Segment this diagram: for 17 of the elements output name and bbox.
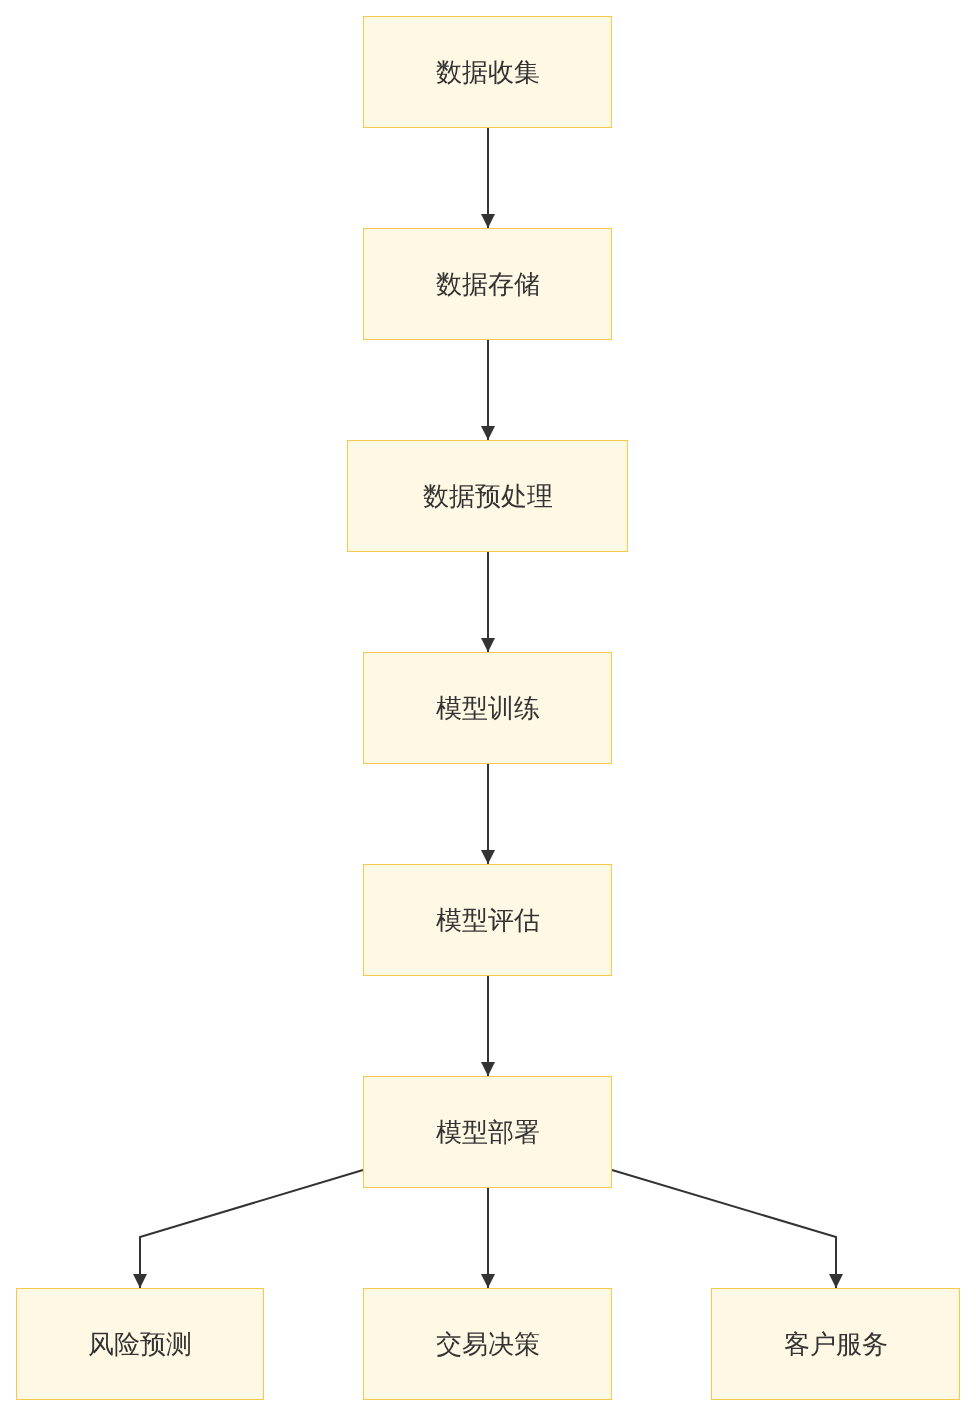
arrow <box>481 1187 495 1289</box>
process-box: 数据预处理 <box>347 440 628 552</box>
arrow <box>133 1169 364 1289</box>
arrow <box>481 551 495 653</box>
process-box: 风险预测 <box>16 1288 264 1400</box>
process-box: 模型训练 <box>363 652 612 764</box>
process-box: 客户服务 <box>711 1288 960 1400</box>
arrow <box>481 763 495 865</box>
process-box: 数据收集 <box>363 16 612 128</box>
arrow <box>481 975 495 1077</box>
arrow <box>611 1169 843 1289</box>
process-box: 数据存储 <box>363 228 612 340</box>
process-box: 模型评估 <box>363 864 612 976</box>
arrow <box>481 339 495 441</box>
process-box: 模型部署 <box>363 1076 612 1188</box>
process-box: 交易决策 <box>363 1288 612 1400</box>
arrow <box>481 127 495 229</box>
